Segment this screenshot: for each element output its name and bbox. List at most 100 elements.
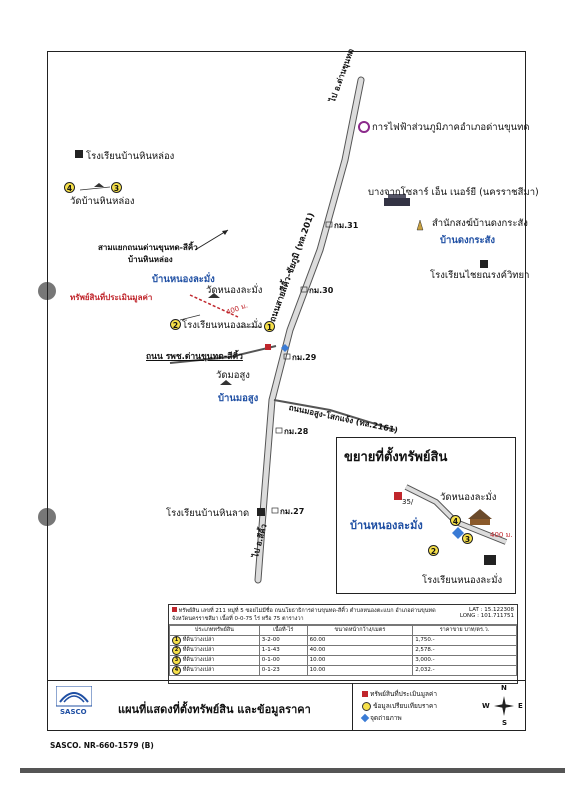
km31-post bbox=[325, 221, 333, 228]
sasco-logo bbox=[56, 686, 92, 707]
row-type: ที่ดินว่างเปล่า bbox=[182, 656, 215, 663]
property-description: ทรัพย์สิน เลขที่ 211 หมู่ที่ 5 ซอยไม่มีช… bbox=[172, 607, 436, 622]
inset-temple-icon bbox=[468, 509, 492, 519]
km28-post bbox=[275, 427, 283, 434]
legend-property: ทรัพย์สินที่ประเมินมูลค่า bbox=[362, 689, 437, 700]
photo-point-marker bbox=[281, 344, 289, 352]
inset-photo-point bbox=[452, 527, 464, 539]
price-table: ประเภททรัพย์สิน เนื้อที่-ไร่ ขนาดหน้ากว้… bbox=[169, 625, 517, 676]
km28-label: กม.28 bbox=[284, 427, 309, 436]
row-width: 60.00 bbox=[306, 634, 414, 646]
school-hin-label: โรงเรียนบ้านหินหล่อง bbox=[86, 151, 175, 162]
legend-compare-swatch bbox=[362, 701, 371, 711]
inset-road bbox=[405, 485, 507, 544]
inset-marker-4: 4 bbox=[450, 515, 461, 526]
compass-s: S bbox=[502, 719, 508, 727]
school-nong-label: โรงเรียนหนองละมั่ง bbox=[182, 320, 263, 331]
stupa-icon bbox=[416, 219, 424, 231]
price-info-panel: ทรัพย์สิน เลขที่ 211 หมู่ที่ 5 ซอยไม่มีช… bbox=[168, 604, 518, 684]
inset-temple-base bbox=[470, 519, 490, 525]
village-hin-label: บ้านหินหล่อง bbox=[128, 255, 173, 264]
km30-label: กม.30 bbox=[309, 286, 334, 295]
compass-n: N bbox=[501, 684, 507, 692]
table-row: 4 ที่ดินว่างเปล่า 0-1-23 10.00 2,032.- bbox=[169, 664, 517, 676]
inset-canvas bbox=[394, 484, 508, 565]
solar-farm-roof bbox=[388, 194, 406, 198]
legend-compare-label: ข้อมูลเปรียบเทียบราคา bbox=[373, 702, 438, 710]
row-area: 1-1-43 bbox=[258, 644, 308, 656]
legend-photo-label: จุดถ่ายภาพ bbox=[370, 714, 402, 722]
inset-distance-label: 400 ม. bbox=[490, 531, 513, 539]
row-type: ที่ดินว่างเปล่า bbox=[182, 646, 215, 653]
marker-2: 2 bbox=[170, 319, 181, 330]
temple-hin-label: วัดบ้านหินหล่อง bbox=[70, 196, 135, 207]
school-hin-icon bbox=[75, 150, 83, 158]
footer-panel bbox=[47, 680, 526, 731]
marker-4: 4 bbox=[64, 182, 75, 193]
compass-rose-icon bbox=[494, 696, 514, 716]
col-width: ขนาดหน้ากว้าง/เมตร bbox=[306, 625, 414, 636]
compass-w: W bbox=[482, 702, 490, 710]
row-type: ที่ดินว่างเปล่า bbox=[182, 636, 215, 643]
school-hinlat-icon bbox=[257, 508, 265, 516]
km27-post bbox=[271, 507, 279, 514]
school-hinlat-label: โรงเรียนบ้านหินลาด bbox=[166, 508, 250, 519]
col-area: เนื้อที่-ไร่ bbox=[258, 625, 308, 636]
row-area: 0-1-23 bbox=[258, 664, 308, 676]
local-road-label: ถนน รพช.ด่านขุนทด-สีคิ้ว bbox=[146, 352, 243, 362]
junction-label: สามแยกถนนด่านขุนทด-สีคิ้ว bbox=[98, 243, 198, 252]
temple-nong-icon bbox=[208, 293, 220, 298]
property-access-road bbox=[189, 294, 239, 318]
village-dong-label: บ้านดงกระสัง bbox=[440, 235, 496, 246]
property-marker bbox=[265, 344, 271, 350]
marker-1: 1 bbox=[264, 321, 275, 332]
property-label: ทรัพย์สินที่ประเมินมูลค่า bbox=[70, 293, 153, 302]
row-number: 4 bbox=[172, 665, 181, 675]
km27-label: กม.27 bbox=[280, 507, 305, 516]
inset-marker-2: 2 bbox=[428, 545, 439, 556]
row-price: 2,578.- bbox=[412, 644, 517, 656]
km29-label: กม.29 bbox=[292, 353, 317, 362]
electric-label: การไฟฟ้าส่วนภูมิภาคอำเภอด่านขุนทด bbox=[372, 122, 530, 133]
junction-arrow bbox=[194, 229, 229, 251]
km29-post bbox=[283, 353, 291, 360]
monsung-road bbox=[273, 399, 396, 431]
row-price: 2,032.- bbox=[412, 664, 517, 676]
inset-property-marker bbox=[394, 492, 402, 500]
solar-farm-icon bbox=[384, 198, 410, 206]
row-number: 2 bbox=[172, 645, 181, 655]
village-nong-label: บ้านหนองละมั่ง bbox=[152, 274, 215, 285]
footer-divider bbox=[352, 683, 353, 730]
document-code: SASCO. NR-660-1579 (B) bbox=[50, 741, 154, 750]
row-type: ที่ดินว่างเปล่า bbox=[182, 666, 215, 673]
legend-photo: จุดถ่ายภาพ bbox=[360, 713, 402, 724]
school-dong-label: โรงเรียนไชยณรงค์วิทยา bbox=[430, 270, 530, 281]
row-number: 1 bbox=[172, 635, 181, 645]
school-dong-icon bbox=[480, 260, 488, 268]
connector-hin bbox=[79, 186, 111, 191]
compass-e: E bbox=[518, 702, 523, 710]
row-width: 10.00 bbox=[306, 654, 414, 666]
legend-property-swatch bbox=[362, 691, 368, 697]
connector-nong bbox=[179, 314, 201, 321]
legend-photo-swatch bbox=[360, 713, 370, 723]
col-type: ประเภททรัพย์สิน bbox=[169, 625, 260, 636]
marker-3: 3 bbox=[111, 182, 122, 193]
inset-marker-3: 3 bbox=[462, 533, 473, 544]
km31-label: กม.31 bbox=[334, 221, 359, 230]
inset-village-label: บ้านหนองละมั่ง bbox=[350, 519, 423, 532]
property-swatch bbox=[172, 607, 177, 612]
latitude: LAT : 15.122308 bbox=[469, 607, 514, 613]
row-number: 3 bbox=[172, 655, 181, 665]
coordinates: LAT : 15.122308 LONG : 101.711751 bbox=[460, 607, 514, 622]
row-price: 3,000.- bbox=[412, 654, 517, 666]
junction-arrowhead bbox=[222, 230, 228, 235]
temple-mo-label: วัดมอสูง bbox=[216, 370, 250, 381]
table-row: 3 ที่ดินว่างเปล่า 0-1-00 10.00 3,000.- bbox=[169, 654, 517, 666]
footer-title: แผนที่แสดงที่ตั้งทรัพย์สิน และข้อมูลราคา bbox=[118, 703, 311, 716]
table-row: 1 ที่ดินว่างเปล่า 3-2-00 60.00 1,750.- bbox=[169, 634, 517, 646]
row-area: 0-1-00 bbox=[258, 654, 308, 666]
price-table-header: ประเภททรัพย์สิน เนื้อที่-ไร่ ขนาดหน้ากว้… bbox=[169, 625, 517, 636]
table-row: 2 ที่ดินว่างเปล่า 1-1-43 40.00 2,578.- bbox=[169, 644, 517, 656]
